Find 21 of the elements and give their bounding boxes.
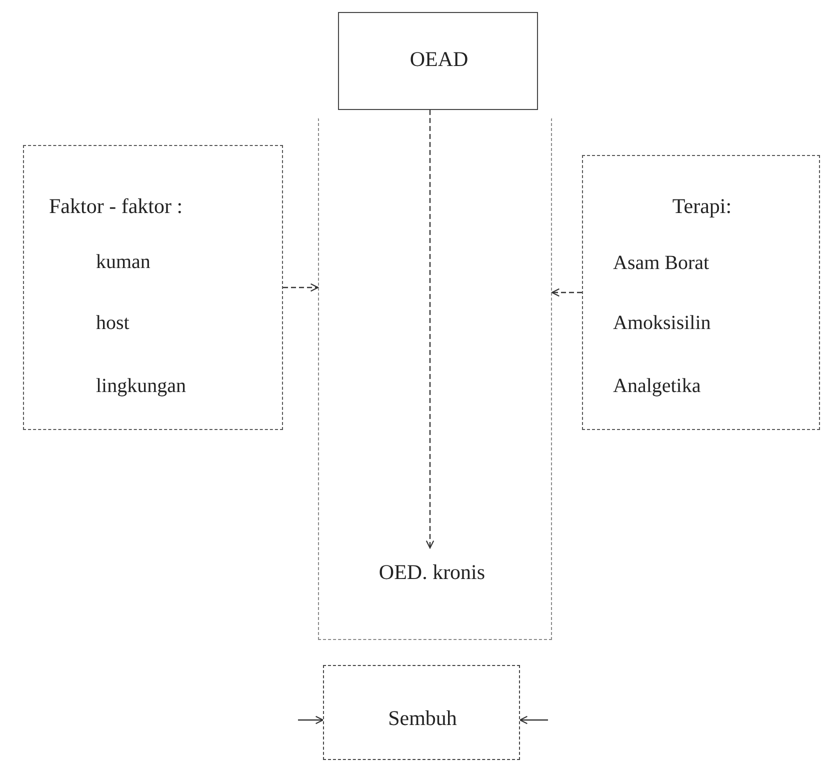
label-text: OED. kronis: [378, 560, 486, 586]
label-text: host: [96, 311, 130, 335]
factor-box: [23, 145, 283, 430]
heading-text: Faktor - faktor :: [49, 194, 183, 220]
label-text: kuman: [96, 250, 150, 274]
arrow: [426, 110, 434, 549]
process-box: [323, 665, 520, 760]
label-text: OEAD: [408, 47, 470, 72]
label-text: lingkungan: [96, 374, 186, 398]
group-frame: [318, 118, 552, 640]
label-text: Analgetika: [613, 374, 701, 398]
process-box: [338, 12, 538, 110]
arrow: [283, 283, 319, 292]
label-text: Asam Borat: [613, 251, 710, 275]
therapy-box: [582, 155, 820, 430]
label-text: Sembuh: [387, 706, 458, 732]
heading-text: Terapi:: [671, 194, 733, 220]
label-text: Amoksisilin: [613, 311, 711, 335]
arrow: [519, 716, 548, 724]
arrow: [551, 288, 582, 297]
arrow: [298, 716, 324, 724]
